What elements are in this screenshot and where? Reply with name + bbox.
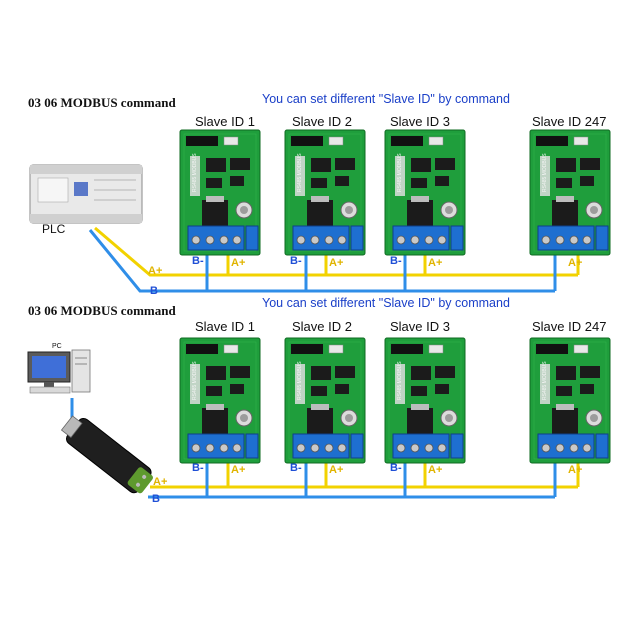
section2-slave-label-2: Slave ID 2 (292, 319, 352, 334)
terminal-a-3-bottom: A+ (428, 464, 443, 476)
terminal-a-3-top: A+ (428, 257, 443, 269)
bus-a-label-bottom: A+ (153, 476, 168, 488)
slave-board-2-top (284, 129, 366, 256)
plc-icon (29, 164, 143, 224)
slave-board-1-top (179, 129, 261, 256)
terminal-a-247-top: A+ (568, 257, 583, 269)
slave-board-3-bottom (384, 337, 466, 464)
slave-board-247-bottom (529, 337, 611, 464)
terminal-b-3-top: B- (390, 255, 402, 267)
terminal-a-2-bottom: A+ (329, 464, 344, 476)
terminal-b-3-bottom: B- (390, 462, 402, 474)
bus-a-label-top: A+ (148, 265, 163, 277)
section1-slave-label-3: Slave ID 3 (390, 114, 450, 129)
section1-slave-label-2: Slave ID 2 (292, 114, 352, 129)
slave-board-2-bottom (284, 337, 366, 464)
section2-slave-label-3: Slave ID 3 (390, 319, 450, 334)
terminal-a-1-top: A+ (231, 257, 246, 269)
section2-slave-label-247: Slave ID 247 (532, 319, 607, 334)
section2-note: You can set different "Slave ID" by comm… (262, 296, 510, 310)
pc-icon (27, 349, 91, 394)
terminal-b-2-top: B- (290, 255, 302, 267)
section1-slave-label-247: Slave ID 247 (532, 114, 607, 129)
terminal-a-247-bottom: A+ (568, 464, 583, 476)
usb-rs485-adapter-icon (60, 415, 153, 494)
slave-board-1-bottom (179, 337, 261, 464)
slave-board-247-top (529, 129, 611, 256)
bus-b-label-top: B (150, 285, 158, 297)
terminal-b-1-top: B- (192, 255, 204, 267)
pc-label: PC (52, 343, 62, 350)
terminal-a-2-top: A+ (329, 257, 344, 269)
section1-slave-label-1: Slave ID 1 (195, 114, 255, 129)
section2-slave-label-1: Slave ID 1 (195, 319, 255, 334)
section1-note: You can set different "Slave ID" by comm… (262, 92, 510, 106)
section1-command-label: 03 06 MODBUS command (28, 95, 176, 110)
terminal-b-1-bottom: B- (192, 462, 204, 474)
terminal-a-1-bottom: A+ (231, 464, 246, 476)
bus-b-label-bottom: B (152, 493, 160, 505)
plc-label: PLC (42, 222, 66, 236)
section2-command-label: 03 06 MODBUS command (28, 303, 176, 318)
slave-board-3-top (384, 129, 466, 256)
terminal-b-2-bottom: B- (290, 462, 302, 474)
